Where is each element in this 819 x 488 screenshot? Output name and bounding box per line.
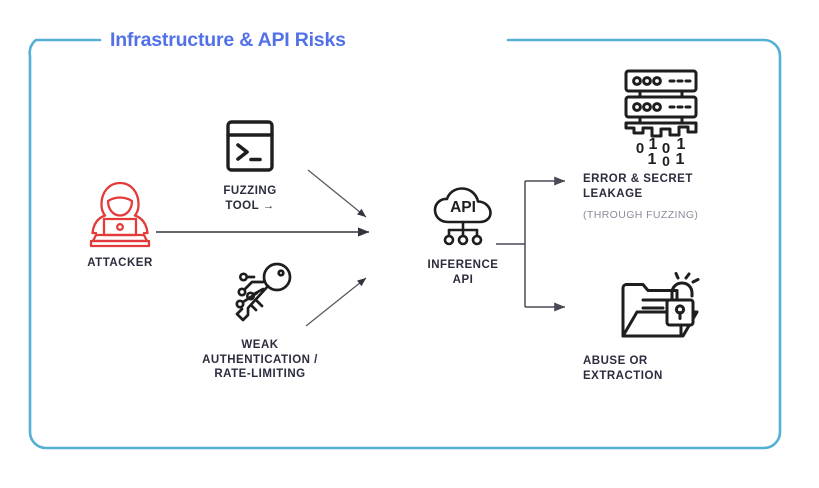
binary-digit: 1 xyxy=(649,136,658,153)
node-error-secret-leakage-sublabel: (THROUGH FUZZING) xyxy=(583,209,699,221)
binary-digit: 1 xyxy=(676,151,685,166)
node-fuzzing-tool[interactable]: FUZZING TOOL → xyxy=(190,116,310,213)
circuit-key-icon xyxy=(170,262,350,332)
node-abuse-extraction[interactable]: ABUSE OR EXTRACTION xyxy=(583,272,788,383)
terminal-window-icon xyxy=(190,116,310,178)
node-fuzzing-tool-label: FUZZING TOOL → xyxy=(223,185,277,212)
cloud-api-icon-text: API xyxy=(450,199,476,216)
node-attacker[interactable]: ATTACKER xyxy=(55,178,185,271)
server-rack-binary-leak-icon: 0 1 0 1 1 0 1 xyxy=(599,66,788,166)
node-attacker-label: ATTACKER xyxy=(87,257,153,269)
page-title: Infrastructure & API Risks xyxy=(110,29,346,51)
open-folder-broken-lock-icon xyxy=(599,272,788,348)
node-abuse-extraction-label: ABUSE OR EXTRACTION xyxy=(583,355,663,382)
binary-digit: 1 xyxy=(677,136,686,153)
binary-digit: 0 xyxy=(636,140,644,157)
cloud-api-icon: API xyxy=(398,186,528,252)
node-inference-api[interactable]: API INFERENCE API xyxy=(398,186,528,287)
node-inference-api-label: INFERENCE API xyxy=(427,259,499,286)
hacker-laptop-icon xyxy=(55,178,185,250)
node-weak-auth-label: WEAK AUTHENTICATION / RATE-LIMITING xyxy=(202,339,318,380)
node-weak-auth[interactable]: WEAK AUTHENTICATION / RATE-LIMITING xyxy=(170,262,350,382)
node-error-secret-leakage[interactable]: 0 1 0 1 1 0 1 ERROR & SECRET LEAKAGE (TH… xyxy=(583,66,788,222)
binary-digit: 0 xyxy=(662,153,670,166)
binary-digit: 0 xyxy=(662,140,670,157)
binary-digit: 1 xyxy=(648,151,657,166)
connector-fuzzing-to-inference-api xyxy=(307,169,367,218)
node-error-secret-leakage-label: ERROR & SECRET LEAKAGE xyxy=(583,173,693,200)
